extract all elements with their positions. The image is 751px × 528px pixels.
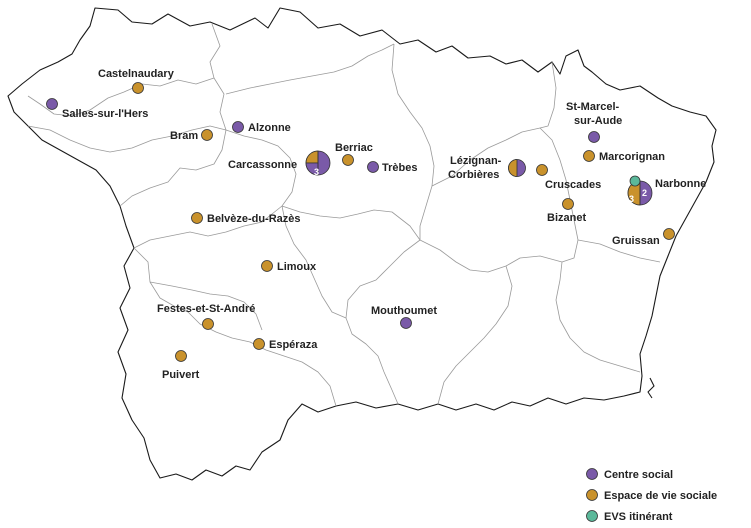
marker-marcorignan[interactable]: [583, 150, 595, 162]
marker-esperaza[interactable]: [253, 338, 265, 350]
inner-border-corbieres-south: [419, 239, 641, 373]
inner-border-carcassonne-west: [225, 129, 297, 207]
marker-mouthoumet[interactable]: [400, 317, 412, 329]
label-cruscades: Cruscades: [545, 179, 601, 191]
marker-st-marcel-sur-aude[interactable]: [588, 131, 600, 143]
inner-border-narbonne-south: [577, 239, 661, 263]
label-puivert: Puivert: [162, 369, 200, 381]
coastline-lagoon: [647, 377, 655, 399]
inner-border-limoux-inner: [281, 205, 347, 319]
label-bizanet: Bizanet: [547, 212, 586, 224]
inner-border-minervois: [391, 43, 435, 240]
label-alzonne: Alzonne: [248, 122, 291, 134]
marker-narbonne[interactable]: 2 3: [627, 180, 653, 206]
label-limoux: Limoux: [277, 261, 317, 273]
label-berriac: Berriac: [335, 142, 373, 154]
legend-swatch-espace-vie-sociale: [586, 489, 598, 501]
label-mouthoumet: Mouthoumet: [371, 305, 437, 317]
inner-border-lauragais: [119, 77, 227, 207]
marker-carcassonne[interactable]: 3: [305, 150, 331, 177]
legend-swatch-centre-social: [586, 468, 598, 480]
label-narbonne: Narbonne: [655, 178, 706, 190]
label-castelnaudary: Castelnaudary: [98, 68, 175, 80]
inner-border-corbieres-north: [431, 127, 579, 263]
legend-label-espace-vie-sociale: Espace de vie sociale: [604, 490, 717, 502]
inner-border-haute-vallee: [133, 247, 337, 407]
label-st-marcel-2: sur-Aude: [574, 115, 622, 127]
inner-border-castelnaudary-south: [27, 125, 227, 153]
label-gruissan: Gruissan: [612, 235, 660, 247]
inner-border-central: [281, 205, 421, 241]
inner-border-north: [225, 43, 395, 95]
label-lezignan-2: Corbières: [448, 169, 499, 181]
marker-puivert[interactable]: [175, 350, 187, 362]
count-narbonne-centre: 2: [642, 188, 647, 198]
inner-border-narbonne-west: [539, 61, 557, 129]
department-outline: [7, 7, 717, 481]
marker-bizanet[interactable]: [562, 198, 574, 210]
inner-border-pays-de-sault: [149, 281, 263, 331]
marker-berriac[interactable]: [342, 154, 354, 166]
marker-trebes[interactable]: [367, 161, 379, 173]
marker-salles-sur-lhers[interactable]: [46, 98, 58, 110]
marker-bram[interactable]: [201, 129, 213, 141]
inner-border-limoux-west: [133, 205, 283, 249]
label-bram: Bram: [170, 130, 198, 142]
marker-limoux[interactable]: [261, 260, 273, 272]
legend-label-centre-social: Centre social: [604, 469, 673, 481]
marker-festes-et-st-andre[interactable]: [202, 318, 214, 330]
label-esperaza: Espéraza: [269, 339, 318, 351]
marker-narbonne-evs-itinerant[interactable]: [629, 175, 641, 187]
label-marcorignan: Marcorignan: [599, 151, 665, 163]
marker-lezignan-corbieres[interactable]: [508, 159, 526, 177]
label-st-marcel-1: St-Marcel-: [566, 101, 620, 113]
label-carcassonne: Carcassonne: [228, 159, 297, 171]
marker-gruissan[interactable]: [663, 228, 675, 240]
marker-castelnaudary[interactable]: [132, 82, 144, 94]
legend-swatch-evs-itinerant: [586, 510, 598, 522]
count-narbonne-evs: 3: [629, 194, 634, 204]
legend: Centre social Espace de vie sociale EVS …: [586, 468, 717, 523]
label-lezignan-1: Lézignan-: [450, 155, 502, 167]
inner-border-lezignan-east: [437, 265, 513, 405]
marker-cruscades[interactable]: [536, 164, 548, 176]
label-trebes: Trèbes: [382, 162, 417, 174]
label-festes-et-st-andre: Festes-et-St-André: [157, 303, 255, 315]
marker-belveze-du-razes[interactable]: [191, 212, 203, 224]
legend-label-evs-itinerant: EVS itinérant: [604, 511, 673, 523]
marker-alzonne[interactable]: [232, 121, 244, 133]
label-salles-sur-lhers: Salles-sur-l'Hers: [62, 108, 148, 120]
label-belveze-du-razes: Belvèze-du-Razès: [207, 213, 301, 225]
count-carcassonne: 3: [314, 167, 319, 177]
